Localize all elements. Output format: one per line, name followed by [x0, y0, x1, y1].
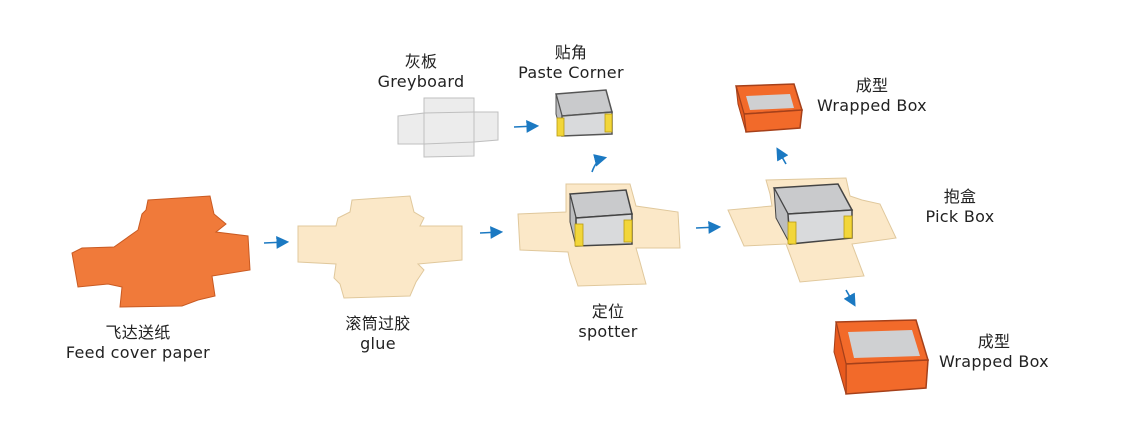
label-wrapped-top-zh: 成型: [855, 76, 889, 95]
label-wrapped-bottom: 成型 Wrapped Box: [926, 332, 1062, 372]
label-wrapped-top: 成型 Wrapped Box: [804, 76, 940, 116]
label-spotter-en: spotter: [578, 322, 638, 341]
label-feed-zh: 飞达送纸: [105, 323, 171, 342]
label-glue: 滚筒过胶 glue: [318, 314, 438, 354]
arrow-spotter-to-corner: [591, 154, 608, 173]
arrow-glue-to-spotter: [479, 226, 504, 239]
label-pick-box-zh: 抱盒: [943, 187, 977, 206]
greyboard-shape: [397, 97, 499, 158]
label-pick-box: 抱盒 Pick Box: [910, 187, 1010, 227]
wrapped-box-bottom: [833, 319, 929, 395]
label-wrapped-top-en: Wrapped Box: [817, 96, 927, 115]
label-spotter-zh: 定位: [591, 302, 625, 321]
cover-paper-shape: [71, 195, 251, 308]
spotter-shape: [517, 183, 681, 287]
label-feed-en: Feed cover paper: [65, 343, 211, 362]
arrow-pickbox-to-top: [776, 147, 789, 165]
label-feed: 飞达送纸 Feed cover paper: [40, 323, 236, 363]
label-wrapped-bottom-zh: 成型: [977, 332, 1011, 351]
label-greyboard: 灰板 Greyboard: [366, 52, 476, 92]
wrapped-box-top: [735, 83, 803, 133]
paste-corner-box: [555, 89, 613, 137]
label-paste-corner-zh: 贴角: [554, 43, 588, 62]
label-paste-corner-en: Paste Corner: [518, 63, 624, 82]
label-pick-box-en: Pick Box: [925, 207, 995, 226]
label-glue-en: glue: [360, 334, 396, 353]
label-glue-zh: 滚筒过胶: [345, 314, 411, 333]
pick-box-shape: [727, 177, 897, 283]
arrow-spotter-to-pickbox: [695, 221, 722, 234]
label-paste-corner: 贴角 Paste Corner: [506, 43, 636, 83]
flow-arrows: [263, 120, 856, 307]
arrow-greyboard-to-corner: [513, 120, 540, 133]
label-greyboard-en: Greyboard: [377, 72, 465, 91]
glued-paper-shape: [297, 195, 463, 299]
label-wrapped-bottom-en: Wrapped Box: [939, 352, 1049, 371]
arrow-pickbox-to-bottom: [843, 289, 856, 307]
label-greyboard-zh: 灰板: [404, 52, 438, 71]
label-spotter: 定位 spotter: [558, 302, 658, 342]
arrow-feed-to-glue: [263, 236, 290, 249]
